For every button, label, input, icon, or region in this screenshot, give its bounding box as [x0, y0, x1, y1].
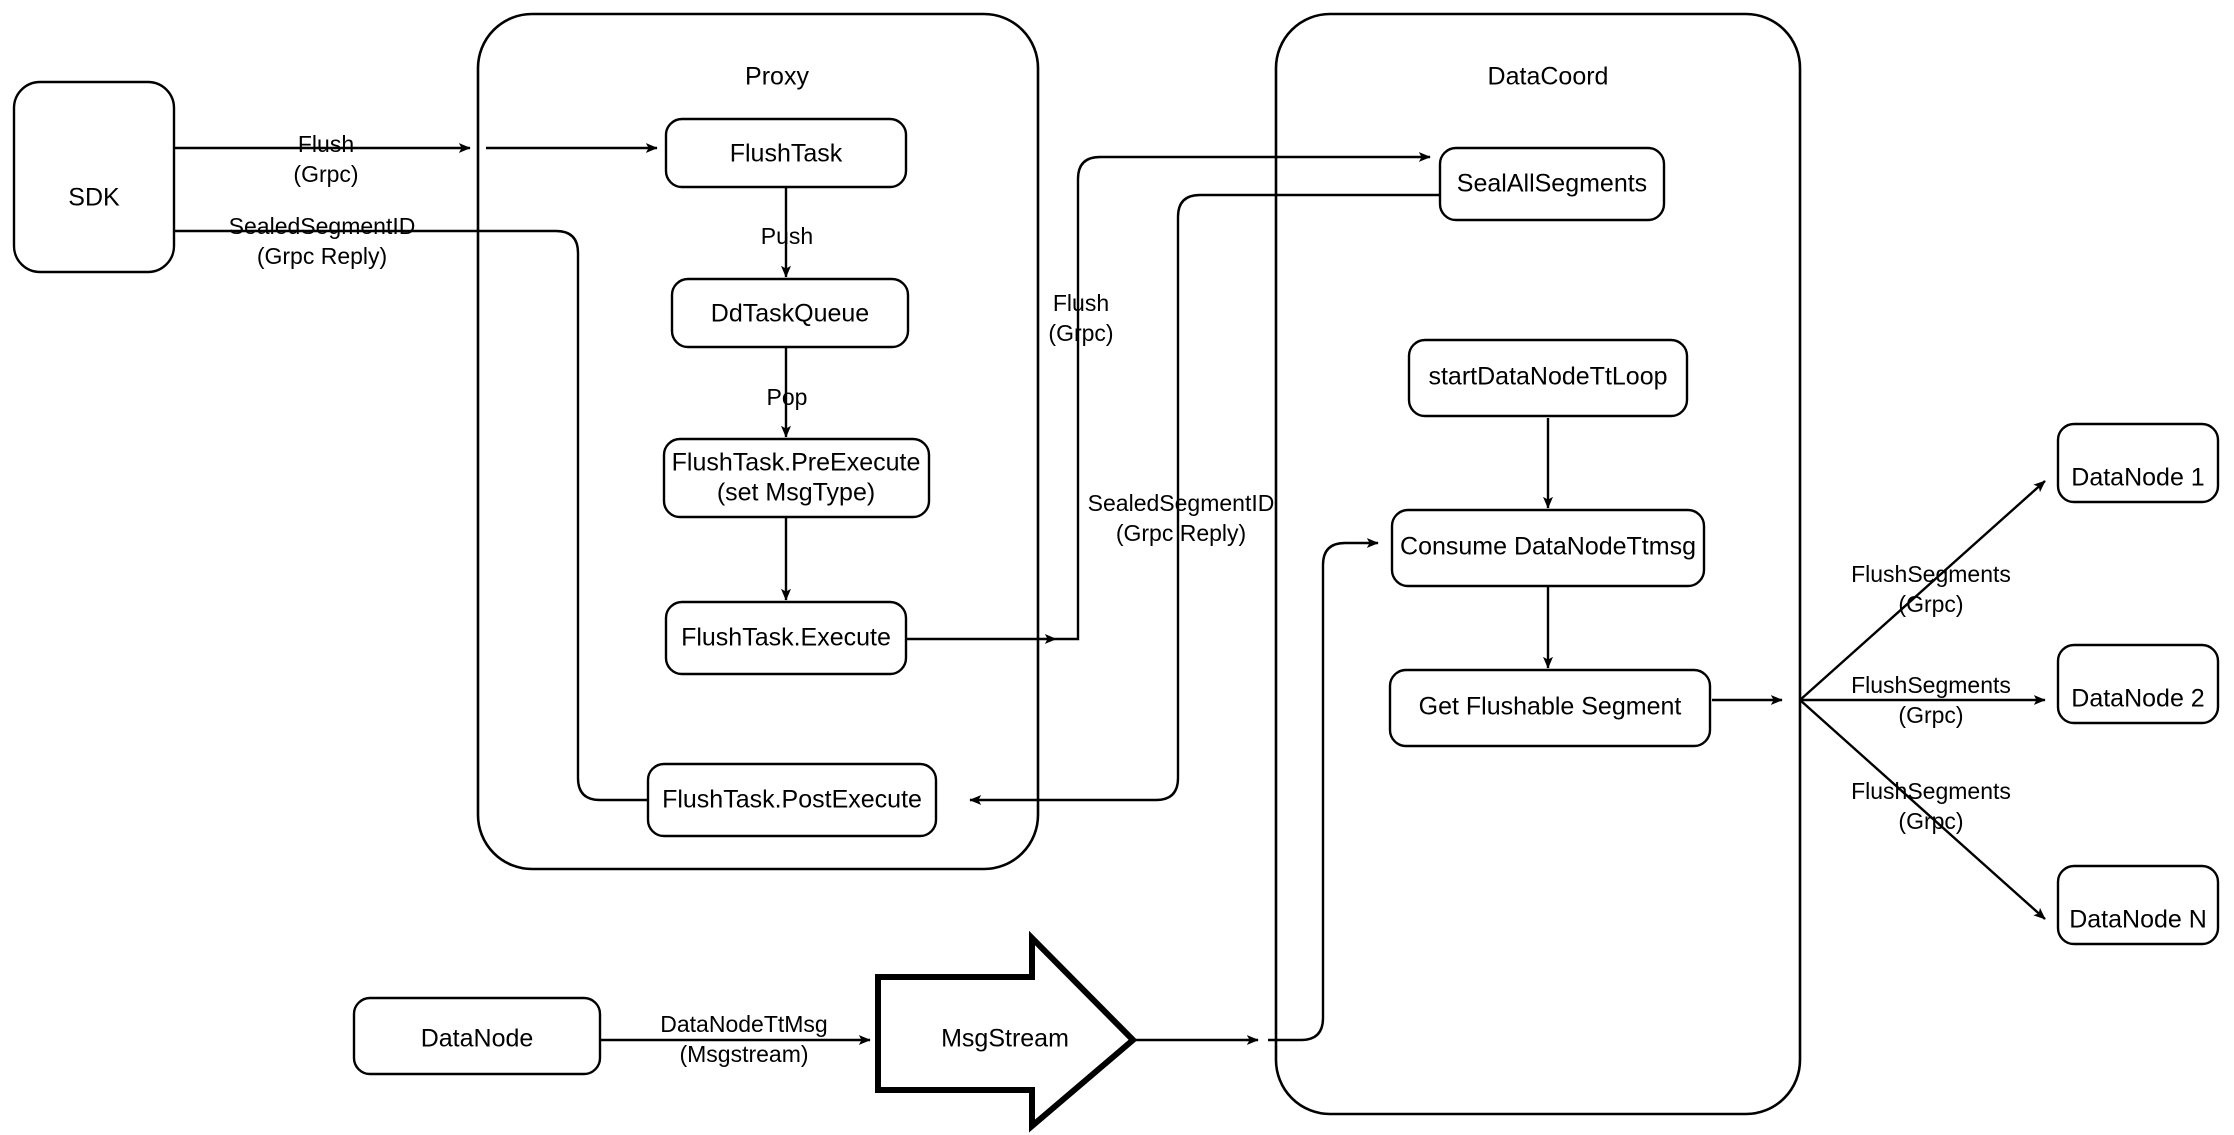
- sealallsegments-box[interactable]: [1438, 146, 1666, 222]
- node-flush-task-pre-execute[interactable]: FlushTask.PreExecute (set MsgType): [662, 437, 931, 519]
- sealedsegmentid-label-line1: SealedSegmentID: [229, 213, 416, 239]
- datanode-2-box[interactable]: [2056, 643, 2220, 725]
- flushsegments-n-label-line2: (Grpc): [1898, 808, 1963, 834]
- datanode-1-box[interactable]: [2056, 422, 2220, 504]
- getflushablesegment-label: Get Flushable Segment: [1419, 693, 1682, 721]
- msgstream-arrow-shape[interactable]: [875, 930, 1138, 1133]
- push-label: Push: [761, 223, 813, 249]
- datanode-source-label: DataNode: [421, 1025, 534, 1053]
- flushsegments-1-label-line1: FlushSegments: [1851, 561, 2011, 587]
- datacoord-sealedsegmentid-label-line2: (Grpc Reply): [1116, 520, 1246, 546]
- proxy-container-label: Proxy: [745, 63, 809, 91]
- preexecute-label-line2: (set MsgType): [717, 479, 875, 507]
- node-consume-datanode-ttmsg[interactable]: Consume DataNodeTtmsg: [1390, 508, 1706, 588]
- edge-label-sdk-to-proxy-flush: Flush (Grpc): [293, 131, 358, 187]
- execute-box[interactable]: [664, 600, 908, 676]
- node-start-datanode-tt-loop[interactable]: startDataNodeTtLoop: [1407, 338, 1689, 418]
- flushsegments-2-label-line2: (Grpc): [1898, 702, 1963, 728]
- datanode-n-box[interactable]: [2056, 864, 2220, 946]
- node-datanode-2[interactable]: DataNode 2: [2056, 643, 2220, 725]
- edge-label-datanode-ttmsg: DataNodeTtMsg (Msgstream): [660, 1011, 827, 1067]
- flush-label-line1: Flush: [298, 131, 354, 157]
- datanodettmsg-label-line2: (Msgstream): [679, 1041, 808, 1067]
- startdatanodettloop-label: startDataNodeTtLoop: [1428, 363, 1667, 391]
- flushtask-box[interactable]: [664, 117, 908, 189]
- node-datanode-1[interactable]: DataNode 1: [2056, 422, 2220, 504]
- sealedsegmentid-label-line2: (Grpc Reply): [257, 243, 387, 269]
- sealallsegments-label: SealAllSegments: [1457, 170, 1647, 198]
- node-flush-task-execute[interactable]: FlushTask.Execute: [664, 600, 908, 676]
- flush-label-line2: (Grpc): [293, 161, 358, 187]
- edge-label-flush-segments-1: FlushSegments (Grpc): [1851, 561, 2011, 617]
- node-sdk[interactable]: SDK: [12, 80, 176, 274]
- node-flush-task-post-execute[interactable]: FlushTask.PostExecute: [646, 762, 938, 838]
- msgstream-label: MsgStream: [941, 1025, 1069, 1053]
- proxy-flush-label-line2: (Grpc): [1048, 320, 1113, 346]
- node-seal-all-segments[interactable]: SealAllSegments: [1438, 146, 1666, 222]
- execute-label: FlushTask.Execute: [681, 624, 891, 652]
- ddtaskqueue-box[interactable]: [670, 277, 910, 349]
- flushtask-label: FlushTask: [730, 140, 843, 168]
- consumedatanodettmsg-box[interactable]: [1390, 508, 1706, 588]
- startdatanodettloop-box[interactable]: [1407, 338, 1689, 418]
- edge-label-flush-segments-n: FlushSegments (Grpc): [1851, 778, 2011, 834]
- edge-label-flush-segments-2: FlushSegments (Grpc): [1851, 672, 2011, 728]
- datanode-2-label: DataNode 2: [2071, 685, 2204, 713]
- proxy-flush-label-line1: Flush: [1053, 290, 1109, 316]
- datacoord-sealedsegmentid-label-line1: SealedSegmentID: [1088, 490, 1275, 516]
- getflushablesegment-box[interactable]: [1388, 668, 1712, 748]
- datanodettmsg-label-line1: DataNodeTtMsg: [660, 1011, 827, 1037]
- consumedatanodettmsg-label: Consume DataNodeTtmsg: [1400, 533, 1696, 561]
- edge-datacoord-boundary-to-consume: [1268, 538, 1379, 1042]
- edge-datacoord-to-proxy-sealedsegmentid: [969, 193, 1446, 805]
- edge-label-proxy-to-sdk-sealedsegmentid: SealedSegmentID (Grpc Reply): [229, 213, 416, 269]
- edge-fanout-to-datanode-n: [1799, 699, 2046, 920]
- flushsegments-1-label-line2: (Grpc): [1898, 591, 1963, 617]
- datanode-source-box[interactable]: [352, 996, 602, 1076]
- postexecute-box[interactable]: [646, 762, 938, 838]
- node-get-flushable-segment[interactable]: Get Flushable Segment: [1388, 668, 1712, 748]
- edge-proxy-to-datacoord-flush: [1056, 152, 1431, 641]
- edge-label-proxy-to-datacoord-flush: Flush (Grpc): [1048, 290, 1113, 346]
- node-msgstream[interactable]: MsgStream: [875, 930, 1138, 1133]
- edge-postexecute-to-sdk-sealedsegmentid: [129, 226, 648, 802]
- sdk-box[interactable]: [12, 80, 176, 274]
- pop-label: Pop: [767, 384, 808, 410]
- datanode-1-label: DataNode 1: [2071, 464, 2204, 492]
- sdk-label: SDK: [68, 184, 120, 212]
- preexecute-box[interactable]: [662, 437, 931, 519]
- flushsegments-n-label-line1: FlushSegments: [1851, 778, 2011, 804]
- node-dd-task-queue[interactable]: DdTaskQueue: [670, 277, 910, 349]
- flushsegments-2-label-line1: FlushSegments: [1851, 672, 2011, 698]
- postexecute-label: FlushTask.PostExecute: [662, 786, 922, 814]
- node-datanode-source[interactable]: DataNode: [352, 996, 602, 1076]
- datacoord-container-label: DataCoord: [1488, 63, 1609, 91]
- node-datanode-n[interactable]: DataNode N: [2056, 864, 2220, 946]
- ddtaskqueue-label: DdTaskQueue: [711, 300, 869, 328]
- edge-fanout-to-datanode-1: [1799, 480, 2046, 701]
- datanode-n-label: DataNode N: [2069, 906, 2207, 934]
- preexecute-label-line1: FlushTask.PreExecute: [672, 449, 921, 477]
- node-flush-task[interactable]: FlushTask: [664, 117, 908, 189]
- edge-label-datacoord-to-proxy-sealedsegmentid: SealedSegmentID (Grpc Reply): [1088, 490, 1275, 546]
